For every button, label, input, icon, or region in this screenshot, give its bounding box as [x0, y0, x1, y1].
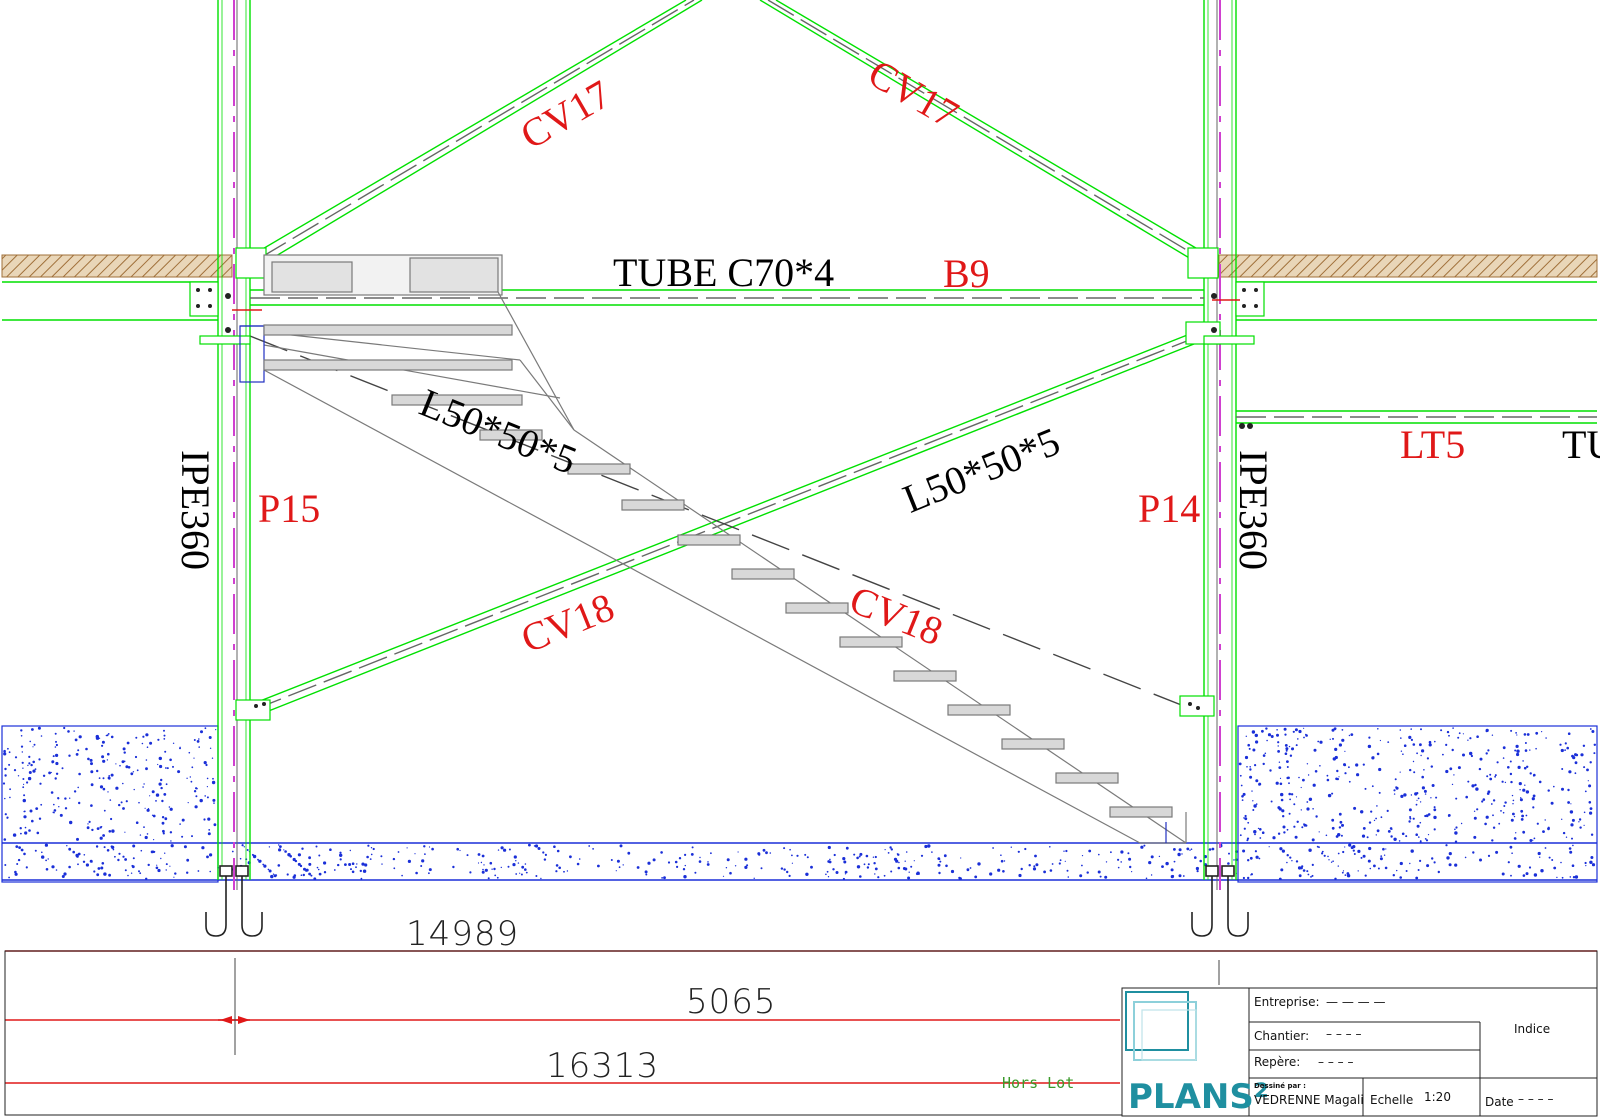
stair-tread	[621, 499, 685, 511]
column-p15	[217, 0, 251, 890]
label-b9: B9	[943, 251, 990, 296]
date-label: Date	[1485, 1095, 1514, 1109]
repere-value: – – – –	[1318, 1055, 1353, 1069]
soil-strip-right	[1218, 254, 1598, 278]
label-cv17-right: CV17	[861, 50, 966, 137]
dimension-arrow-left	[220, 1016, 232, 1024]
stair-tread	[479, 429, 543, 441]
stair-tread	[677, 534, 741, 546]
stair-tread	[263, 359, 513, 371]
dimension-16313: 16313	[546, 1046, 659, 1086]
chantier-label: Chantier:	[1254, 1029, 1309, 1043]
anchor-bolts-right	[1191, 865, 1249, 937]
stair-tread	[785, 602, 849, 614]
label-p14: P14	[1138, 486, 1200, 531]
echelle-value: 1:20	[1424, 1090, 1451, 1104]
dessine-label: Dessiné par :	[1254, 1082, 1306, 1090]
stair-tread	[947, 704, 1011, 716]
chantier-value: – – – –	[1326, 1027, 1361, 1041]
label-ipe-right: IPE360	[1231, 450, 1276, 570]
anchor-bolts-left	[205, 865, 263, 937]
stair-tread	[391, 394, 523, 406]
stair-tread	[893, 670, 957, 682]
label-ipe-left: IPE360	[173, 450, 218, 570]
dessine-value: VEDRENNE Magali	[1254, 1093, 1364, 1107]
stair-tread	[1055, 772, 1119, 784]
stair-tread	[731, 568, 795, 580]
bolts	[196, 288, 1258, 710]
stair-tread	[1109, 806, 1173, 818]
label-tu: TU	[1562, 422, 1600, 467]
label-cv18-left: CV18	[515, 584, 620, 662]
dimension-14989: 14989	[406, 914, 519, 954]
label-lt5: LT5	[1400, 422, 1465, 467]
stair-tread	[1001, 738, 1065, 750]
logo-text: PLANS²	[1128, 1077, 1269, 1117]
beam-b9	[2, 281, 1597, 424]
title-block	[1121, 987, 1598, 1117]
column-p14	[1203, 0, 1237, 890]
bracing-cv18	[249, 329, 1205, 717]
soil-strip-left	[1, 254, 233, 278]
dimension-5065: 5065	[686, 982, 777, 1022]
label-angle-right: L50*50*5	[897, 418, 1066, 521]
label-p15: P15	[258, 486, 320, 531]
label-cv17-left: CV17	[513, 71, 618, 158]
stair-tread	[567, 463, 631, 475]
hors-lot-note: Hors Lot	[1002, 1074, 1074, 1092]
red-marks	[232, 299, 1240, 311]
date-value: – – – –	[1518, 1092, 1553, 1106]
dimension-ticks	[234, 958, 1220, 1055]
stair-tread	[839, 636, 903, 648]
staircase	[239, 254, 1187, 844]
entreprise-value: — — — —	[1326, 995, 1385, 1009]
dimension-arrow-right	[238, 1016, 250, 1024]
indice-label: Indice	[1514, 1022, 1550, 1036]
concrete-slab	[1, 725, 1598, 883]
label-tube: TUBE C70*4	[613, 250, 834, 295]
logo-plans2	[1125, 991, 1197, 1061]
echelle-label: Echelle	[1370, 1093, 1413, 1107]
repere-label: Repère:	[1254, 1055, 1300, 1069]
connection-plates	[189, 247, 1265, 721]
bracing-cv17	[253, 0, 1207, 263]
stair-tread	[263, 324, 513, 336]
entreprise-label: Entreprise:	[1254, 995, 1320, 1009]
